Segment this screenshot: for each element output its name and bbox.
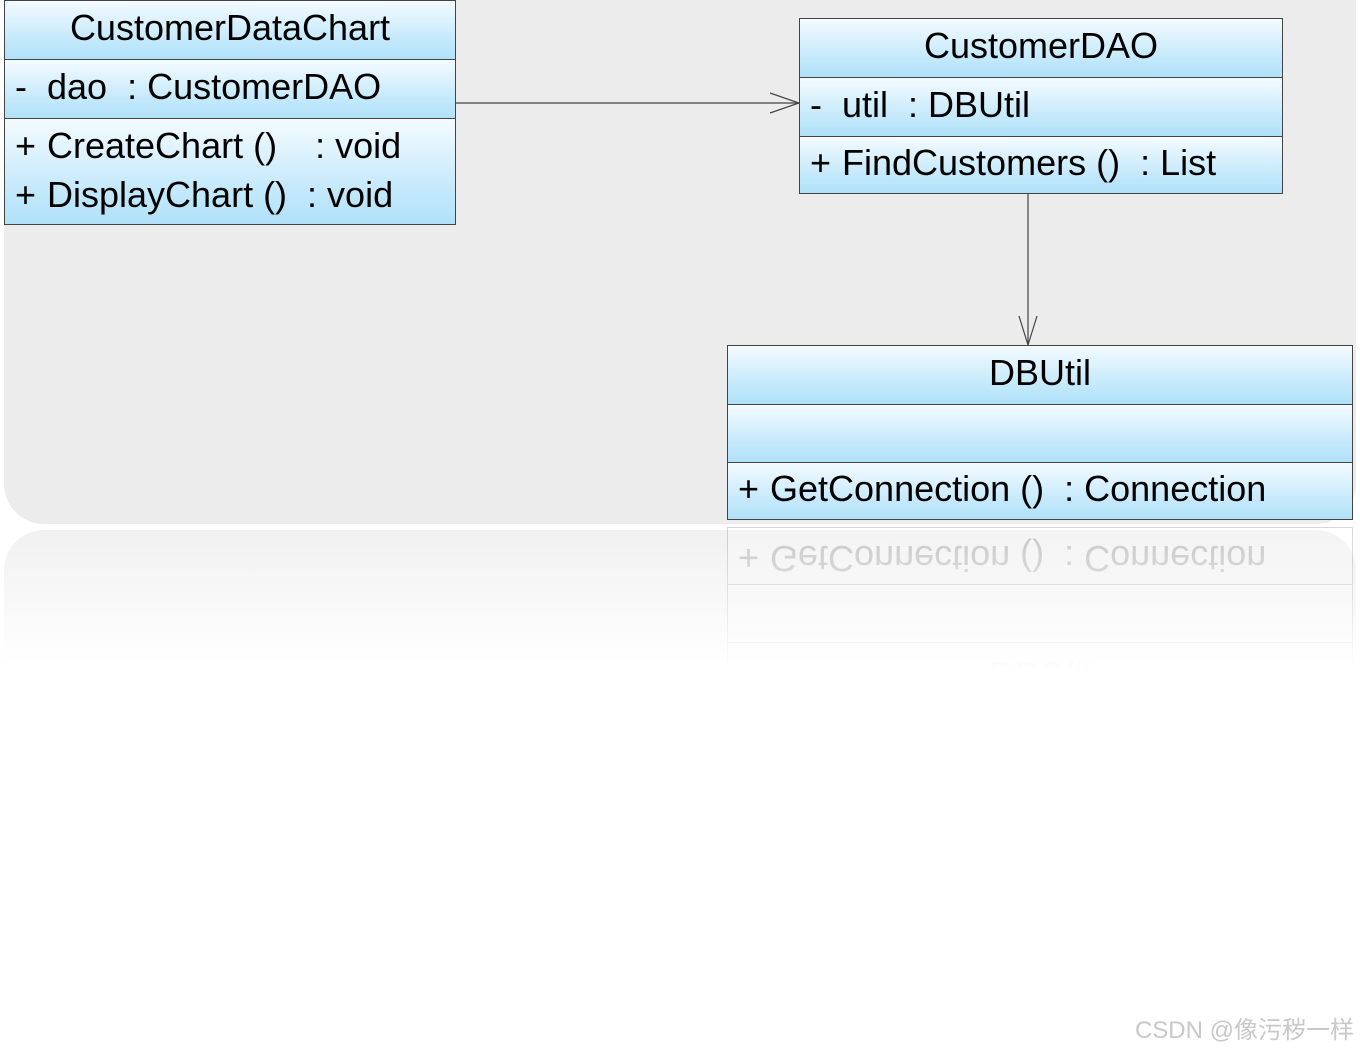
class-customerdatachart[interactable]: CustomerDataChart -dao : CustomerDAO +Cre…: [4, 0, 456, 225]
operation-type: : void: [307, 174, 394, 215]
attribute-name: util: [842, 84, 889, 125]
operation-row: +FindCustomers () : List: [810, 137, 1282, 189]
attributes-compartment: -dao : CustomerDAO: [5, 59, 455, 118]
attribute-name: dao: [47, 66, 108, 107]
class-dbutil[interactable]: DBUtil +GetConnection () : Connection: [727, 345, 1353, 520]
attribute-row: -dao : CustomerDAO: [15, 60, 455, 114]
watermark: CSDN @像污秽一样: [1134, 1017, 1354, 1044]
class-name: CustomerDAO: [800, 19, 1282, 77]
attribute-type: : DBUtil: [908, 84, 1031, 125]
association-customerdatachart-to-customerdao: [456, 92, 801, 114]
class-name: CustomerDataChart: [5, 1, 455, 59]
visibility-marker: -: [810, 84, 822, 125]
visibility-marker: +: [15, 174, 37, 215]
operation-name: FindCustomers (): [842, 142, 1121, 183]
attributes-compartment: -util : DBUtil: [800, 77, 1282, 136]
visibility-marker: -: [15, 66, 27, 107]
operations-compartment: +GetConnection () : Connection: [728, 462, 1352, 519]
operation-row: +GetConnection () : Connection: [738, 463, 1352, 515]
operation-row: +CreateChart () : void: [15, 121, 455, 170]
operation-type: : Connection: [1064, 468, 1267, 509]
operation-type: : List: [1140, 142, 1217, 183]
class-name: DBUtil: [728, 346, 1352, 404]
operation-name: DisplayChart (): [47, 174, 288, 215]
attribute-type: : CustomerDAO: [127, 66, 382, 107]
operation-name: GetConnection (): [770, 468, 1045, 509]
operations-compartment: +CreateChart () : void +DisplayChart () : …: [5, 118, 455, 224]
attribute-row: -util : DBUtil: [810, 78, 1282, 132]
visibility-marker: +: [15, 125, 37, 166]
class-customerdao[interactable]: CustomerDAO -util : DBUtil +FindCustomers…: [799, 18, 1283, 194]
visibility-marker: +: [738, 468, 760, 509]
association-customerdao-to-dbutil: [1018, 194, 1038, 348]
diagram-background-reflection: [4, 530, 1356, 665]
visibility-marker: +: [810, 142, 832, 183]
operation-type: : void: [315, 125, 402, 166]
operation-name: CreateChart (): [47, 125, 278, 166]
operations-compartment: +FindCustomers () : List: [800, 136, 1282, 193]
attributes-compartment: [728, 404, 1352, 462]
operation-row: +DisplayChart () : void: [15, 170, 455, 219]
